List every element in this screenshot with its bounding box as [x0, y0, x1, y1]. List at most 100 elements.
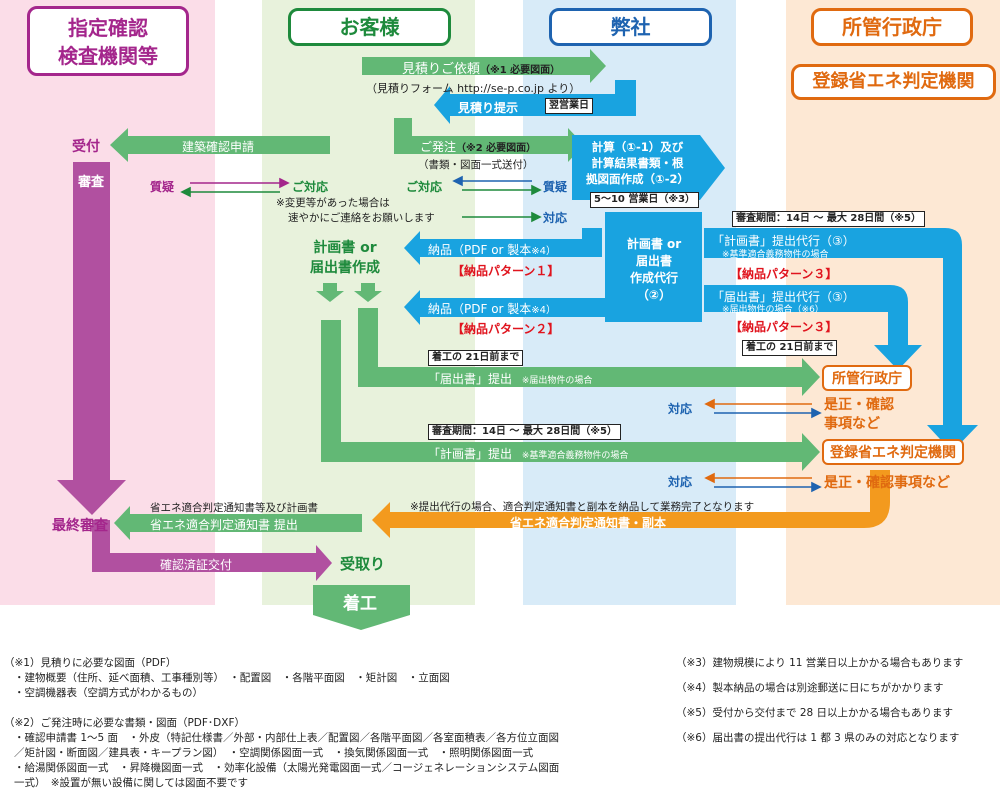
note2-line4: 一式） ※設置が無い設備に関しては図面不要です [14, 777, 249, 789]
note6: （※6）届出書の提出代行は 1 都 3 県のみの対応となります [676, 732, 960, 744]
estimate-present-label: 見積り提示 [458, 101, 519, 115]
nohin2-text: 納品（PDF or 製本 [428, 302, 532, 316]
estimate-request-text: 見積りご依頼 [402, 62, 481, 77]
fukuhon-arrow [372, 488, 890, 538]
change-line2: 速やかにご連絡をお願いします [288, 212, 435, 224]
note1-line1: ・建物概要（住所、延べ面積、工事種別等） ・配置図 ・各階平面図 ・矩計図 ・立… [14, 672, 450, 684]
zesei-a-line2: 事項など [824, 416, 880, 432]
before21-left-badge: 着工の 21日前まで [428, 350, 524, 366]
daiko-line2: 届出書 [635, 254, 672, 268]
chakko-arrow [313, 585, 410, 630]
calc-box-text: 計算（①-1）及び 計算結果書類・根 拠図面作成（①-2） [586, 139, 689, 187]
nohin1-note: ※4） [531, 246, 557, 257]
nohin2-arrow [404, 288, 612, 325]
down-arrow-right [354, 283, 382, 302]
kenchiku-label: 建築確認申請 [182, 140, 255, 154]
pattern2-label: 【納品パターン２】 [452, 322, 560, 336]
zesei-b-label: 是正・確認事項など [824, 475, 950, 491]
order-note2: （※2 必要図面） [456, 143, 537, 154]
note1-title: （※1）見積りに必要な図面（PDF） [4, 657, 177, 669]
header-gov-sub: 登録省エネ判定機関 [791, 64, 996, 100]
review-period-top-badge: 審査期間：14日 〜 最大 28日間（※5） [732, 211, 925, 227]
kakunin-label: 確認済証交付 [160, 558, 233, 572]
keikaku-daiko-label: 「計画書」提出代行（③） [712, 234, 855, 248]
taio-mid2: ご対応 [406, 180, 443, 194]
todoke-submit-note: ※届出物件の場合 [521, 376, 593, 386]
tsuchi-submit-arrow [114, 506, 362, 540]
uketori-label: 受取り [340, 555, 386, 573]
note2: （※2）ご発注時に必要な書類・図面（PDF･DXF） ・確認申請書 1〜5 面 … [4, 716, 559, 791]
nohin2-note: ※4） [531, 305, 557, 316]
note2-title: （※2）ご発注時に必要な書類・図面（PDF･DXF） [4, 717, 246, 729]
taio-a-label: 対応 [668, 402, 693, 416]
calc-line2: 計算結果書類・根 [591, 156, 684, 170]
order-send-label: （書類・図面一式送付） [418, 159, 534, 171]
todoke-daiko-arrow [704, 285, 922, 370]
nohin2-label: 納品（PDF or 製本※4） [428, 300, 556, 317]
note1: （※1）見積りに必要な図面（PDF） ・建物概要（住所、延べ面積、工事種別等） … [4, 656, 450, 701]
calc-line1: 計算（①-1）及び [591, 140, 684, 154]
kenchiku-arrow [110, 128, 330, 162]
keikaku-submit-text: 「計画書」提出 [428, 447, 513, 461]
header-client: お客様 [288, 8, 451, 46]
plan-line2: 届出書作成 [310, 260, 380, 276]
shitsugi-left: 質疑 [150, 180, 175, 194]
keikaku-submit-label: 「計画書」提出 ※基準適合義務物件の場合 [428, 445, 628, 462]
note4: （※4）製本納品の場合は別途郵送に日にちがかかります [676, 682, 944, 694]
down-arrow-left [316, 283, 344, 302]
pattern3b-label: 【納品パターン３】 [730, 320, 838, 334]
order-text: ご発注 [420, 140, 457, 154]
pattern1-label: 【納品パターン１】 [452, 264, 560, 278]
todoke-submit-label: 「届出書」提出 ※届出物件の場合 [428, 370, 592, 387]
nohin1-text: 納品（PDF or 製本 [428, 243, 532, 257]
change-line1: ※変更等があった場合は [276, 197, 390, 209]
calc-box [572, 135, 725, 200]
nohin1-label: 納品（PDF or 製本※4） [428, 241, 556, 258]
plan-create-label: 計画書 or 届出書作成 [310, 238, 380, 278]
gov-drop-orange [870, 470, 890, 492]
note5: （※5）受付から交付まで 28 日以上かかる場合もあります [676, 707, 954, 719]
order-arrow [394, 118, 584, 162]
tsuchi-top-label: 省エネ適合判定通知書等及び計画書 [150, 502, 318, 514]
daiko-complete-note: ※提出代行の場合、適合判定通知書と副本を納品して業務完了となります [410, 501, 755, 513]
zesei-a-label: 是正・確認 事項など [824, 396, 894, 434]
daiko-block [605, 212, 702, 322]
header-inspect-l1: 指定確認 [68, 16, 148, 40]
todoke-submit-text: 「届出書」提出 [428, 372, 513, 386]
nohin1-arrow [404, 228, 602, 265]
keikaku-daiko-note: ※基準適合義務物件の場合 [722, 250, 829, 260]
before21-right-badge: 着工の 21日前まで [742, 340, 838, 356]
note2-line2: ／矩計図・断面図／建具表・キープラン図） ・空調関係図面一式 ・換気関係図面一式… [14, 747, 534, 759]
daiko-line3: 作成代行 [629, 271, 678, 285]
estimate-request-arrow [362, 49, 606, 83]
kakunin-arrow [92, 520, 332, 581]
note3: （※3）建物規模により 11 営業日以上かかる場合もあります [676, 657, 964, 669]
taio-mid: ご対応 [292, 180, 329, 194]
shinsa-arrow [57, 162, 126, 515]
header-gov: 所管行政庁 [811, 8, 973, 46]
gov-office-box: 所管行政庁 [822, 365, 912, 391]
header-company: 弊社 [549, 8, 712, 46]
daiko-line4: （②） [636, 288, 672, 302]
tsuchi-submit-label: 省エネ適合判定通知書 提出 [150, 518, 298, 532]
todoke-submit-arrow [358, 308, 820, 396]
todoke-daiko-label: 「届出書」提出代行（③） [712, 290, 855, 304]
calc-line3: 拠図面作成（①-2） [586, 172, 690, 186]
review-period-mid-badge: 審査期間：14日 〜 最大 28日間（※5） [428, 424, 621, 440]
taio-b-label: 対応 [668, 475, 693, 489]
zesei-a-line1: 是正・確認 [824, 397, 894, 413]
estimate-form-label: （見積りフォーム http://se-p.co.jp より） [366, 82, 581, 95]
saishu-label: 最終審査 [52, 518, 108, 534]
daiko-line1: 計画書 or [626, 237, 682, 251]
keikaku-submit-note: ※基準適合義務物件の場合 [521, 451, 629, 461]
plan-line1: 計画書 or [313, 240, 377, 256]
header-inspect-l2: 検査機関等 [58, 44, 158, 68]
judge-org-box: 登録省エネ判定機関 [822, 439, 964, 465]
taio-company: 対応 [543, 211, 568, 225]
daiko-block-text: 計画書 or 届出書 作成代行 （②） [614, 236, 694, 304]
chakko-label: 着工 [343, 594, 377, 614]
calc-days-badge: 5〜10 営業日（※3） [590, 192, 700, 208]
note2-line3: ・給湯関係図面一式 ・昇降機図面一式 ・効率化設備（太陽光発電図面一式／コージェ… [14, 762, 560, 774]
next-day-badge: 翌営業日 [545, 98, 593, 114]
uketsuke-label: 受付 [72, 139, 100, 155]
